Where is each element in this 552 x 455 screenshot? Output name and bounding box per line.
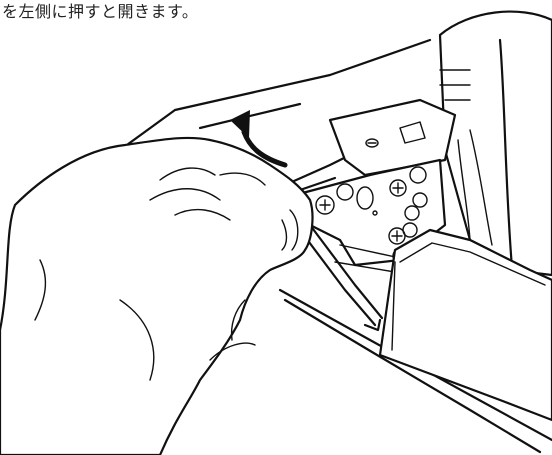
instruction-caption: を左側に押すと開きます。 (2, 2, 199, 21)
hand-illustration (0, 136, 314, 455)
needle-plate (328, 98, 457, 177)
up-left-arrow-icon (230, 110, 288, 168)
side-cover (378, 228, 552, 422)
upper-housing (438, 10, 552, 277)
cover-hinge (298, 223, 384, 332)
